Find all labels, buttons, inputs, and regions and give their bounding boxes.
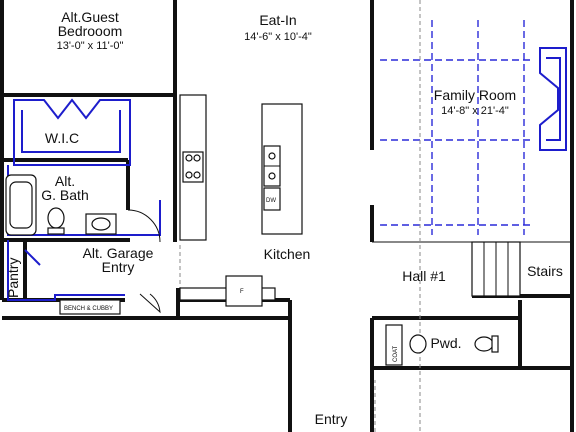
bathtub-inner: [9, 181, 33, 229]
kitchen-name: Kitchen: [264, 246, 311, 262]
fireplace-outline: [539, 47, 567, 151]
kitchen: DW F: [179, 94, 303, 307]
family-room-dims: 14'-8" x 21'-4": [441, 105, 509, 117]
guest-bedroom-name-2: Bedrooom: [58, 23, 123, 39]
pantry-outline: [7, 240, 125, 301]
garage-door-arc: [139, 293, 161, 314]
garage-entry-name-2: Entry: [102, 259, 135, 275]
fridge-label: F: [240, 289, 244, 295]
powder-fixtures: COAT: [385, 324, 499, 366]
toilet-icon: [47, 207, 65, 229]
stairs-name: Stairs: [527, 263, 563, 279]
hall-name: Hall #1: [402, 268, 446, 284]
powder-toilet-icon: [474, 336, 494, 352]
entry-name: Entry: [315, 411, 348, 427]
pantry-door-arc: [24, 249, 41, 266]
dishwasher: [263, 187, 281, 211]
powder-name: Pwd.: [430, 335, 461, 351]
wic-outline: [13, 98, 131, 166]
burner-icon: [185, 154, 193, 162]
pantry-name: Pantry: [5, 258, 21, 298]
fridge: [225, 275, 263, 307]
drain-icon: [268, 152, 276, 160]
eat-in-name: Eat-In: [259, 12, 296, 28]
coat-label: COAT: [393, 345, 399, 362]
toilet-tank: [47, 227, 65, 235]
sink-icon: [91, 217, 111, 231]
burner-icon: [193, 154, 201, 162]
room-labels: Alt.Guest Bedrooom 13'-0" x 11'-0" Eat-I…: [5, 9, 563, 427]
wic-name: W.I.C: [45, 130, 79, 146]
bench-label: BENCH & CUBBY: [64, 306, 113, 312]
burner-icon: [193, 171, 201, 179]
garage-entry-name-1: Alt. Garage: [83, 245, 154, 261]
family-room-beams: [380, 20, 530, 235]
fireplace-inner: [546, 57, 561, 141]
coat-closet: [385, 324, 403, 366]
wic-inner-outline: [21, 110, 121, 153]
guest-bedroom-dims: 13'-0" x 11'-0": [57, 40, 124, 52]
guest-bath-name-2: G. Bath: [41, 187, 88, 203]
guest-bedroom-name-1: Alt.Guest: [61, 9, 119, 25]
bath-fixtures: [5, 174, 161, 243]
drain-icon: [268, 172, 276, 180]
powder-sink-icon: [409, 334, 427, 354]
bench-cubby: [59, 299, 121, 315]
guest-bath-name-1: Alt.: [55, 173, 75, 189]
bath-door-arc: [127, 209, 161, 243]
stairs: [471, 241, 521, 297]
family-room-name: Family Room: [434, 87, 516, 103]
burner-icon: [185, 171, 193, 179]
powder-toilet-tank: [491, 335, 499, 353]
eat-in-dims: 14'-6" x 10'-4": [244, 31, 312, 43]
dishwasher-label: DW: [266, 198, 276, 204]
